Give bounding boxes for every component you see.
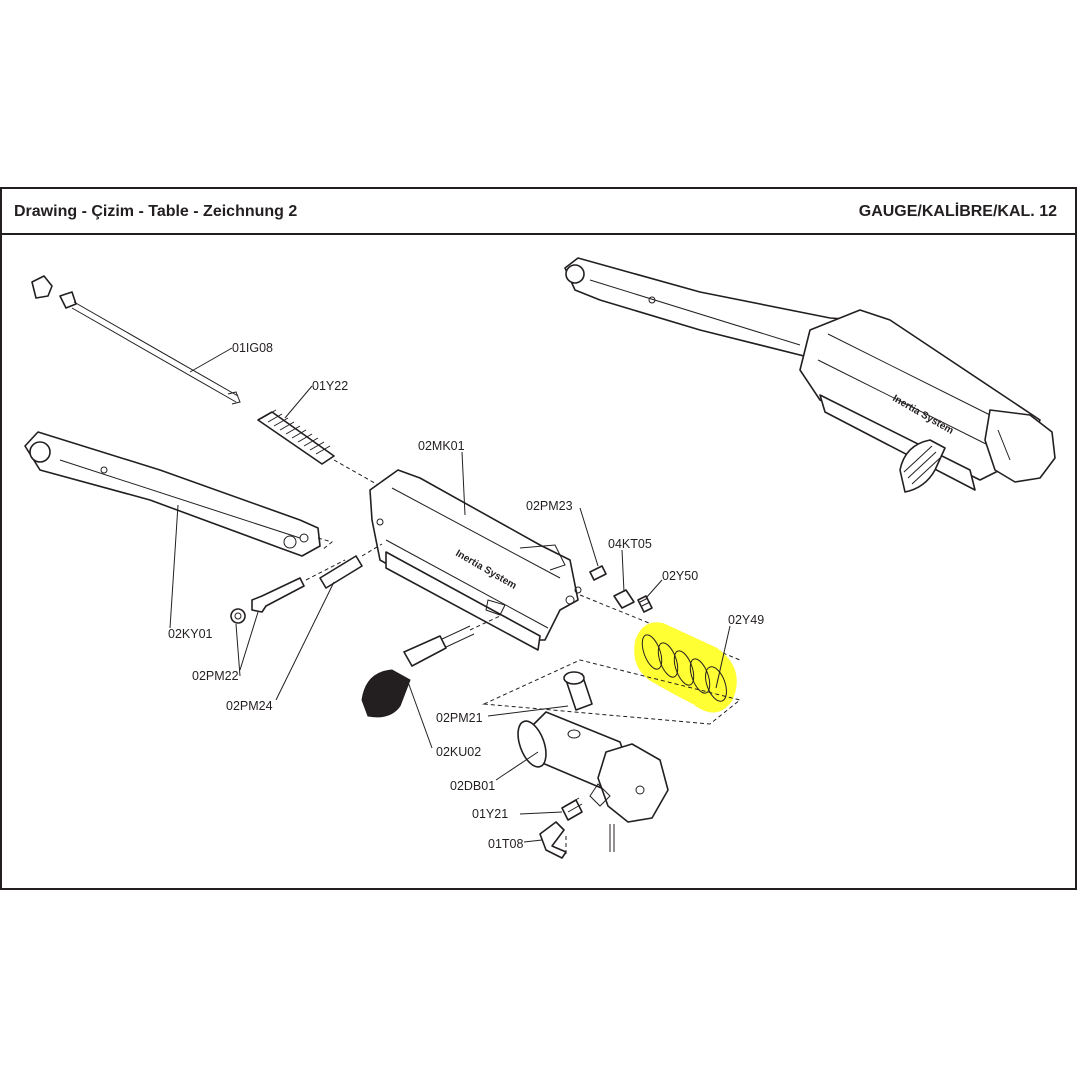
leader-lines: [169, 347, 731, 843]
part-02PM22: [230, 559, 346, 624]
part-02MK01: Inertia System: [369, 469, 582, 651]
highlight-marker: [634, 622, 737, 713]
part-02DB01: [517, 711, 669, 823]
label-02PM22: 02PM22: [192, 669, 239, 683]
label-02PM24: 02PM24: [226, 699, 273, 713]
drawing-header: Drawing - Çizim - Table - Zeichnung 2 GA…: [2, 189, 1075, 235]
part-labels: 01IG08 01Y22 02MK01 02PM23 04KT05 02Y50 …: [168, 341, 764, 851]
drawing-title: Drawing - Çizim - Table - Zeichnung 2: [14, 203, 298, 220]
part-01T08: [539, 821, 615, 859]
part-04KT05: [613, 589, 635, 609]
part-02Y49: [634, 622, 737, 713]
label-02KY01: 02KY01: [168, 627, 213, 641]
label-01T08: 01T08: [488, 837, 523, 851]
label-02PM23: 02PM23: [526, 499, 573, 513]
label-01Y22: 01Y22: [312, 379, 348, 393]
label-01IG08: 01IG08: [232, 341, 273, 355]
part-02PM24: [319, 543, 383, 589]
gauge-label: GAUGE/KALİBRE/KAL. 12: [858, 203, 1057, 220]
drawing-frame: Drawing - Çizim - Table - Zeichnung 2 GA…: [0, 187, 1077, 890]
part-02KU02: [361, 615, 501, 718]
part-01IG08: [31, 275, 241, 405]
label-02Y49: 02Y49: [728, 613, 764, 627]
part-02Y50: [637, 595, 653, 613]
label-01Y21: 01Y21: [472, 807, 508, 821]
part-02KY01: [24, 431, 334, 557]
part-02PM23: [589, 565, 607, 581]
label-02KU02: 02KU02: [436, 745, 481, 759]
label-02MK01: 02MK01: [418, 439, 465, 453]
part-01Y22: [257, 409, 381, 487]
label-04KT05: 04KT05: [608, 537, 652, 551]
assembled-bolt-view: Inertia System: [564, 257, 1056, 493]
label-02Y50: 02Y50: [662, 569, 698, 583]
part-01Y21: [561, 797, 583, 821]
label-02PM21: 02PM21: [436, 711, 483, 725]
label-02DB01: 02DB01: [450, 779, 495, 793]
part-02PM21: [563, 671, 593, 711]
